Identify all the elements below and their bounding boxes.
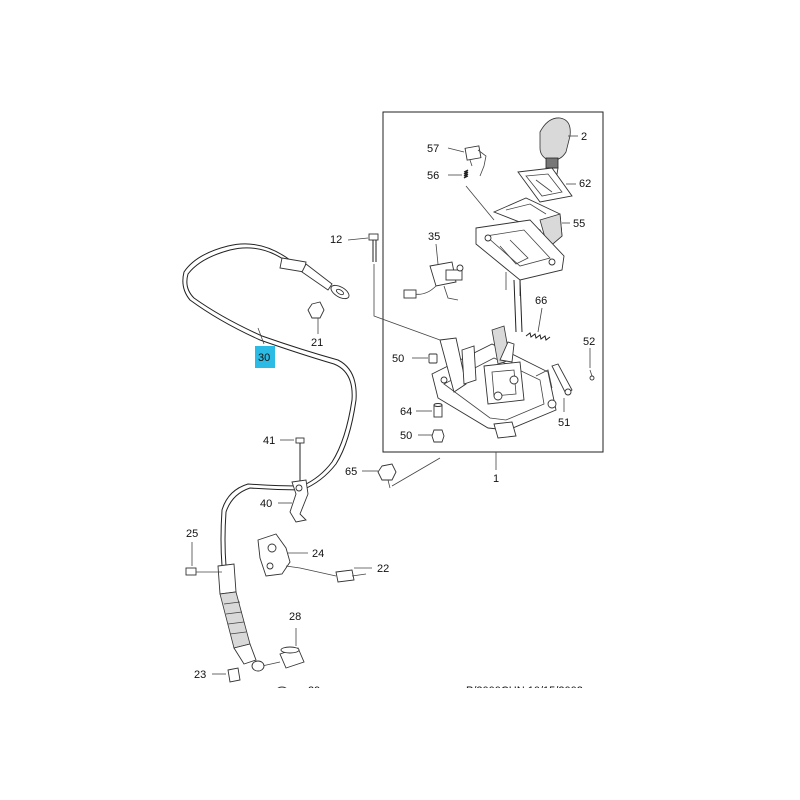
upper-guide-bracket [475, 219, 565, 333]
part-64-bushing[interactable] [433, 403, 443, 418]
callout-50-upper[interactable]: 50 [392, 353, 404, 365]
part-41-bolt[interactable] [295, 437, 305, 482]
callout-50-lower[interactable]: 50 [400, 430, 412, 442]
callout-41[interactable]: 41 [263, 435, 275, 447]
callout-24[interactable]: 24 [312, 548, 324, 560]
part-40-bracket[interactable] [289, 479, 309, 523]
part-22-clip[interactable] [335, 569, 367, 583]
callout-23[interactable]: 23 [194, 669, 206, 681]
bottom-crop-mask [0, 688, 800, 800]
part-30-shift-cable[interactable] [182, 243, 357, 665]
part-51-lever[interactable] [551, 363, 573, 396]
part-62-indicator-plate[interactable] [517, 167, 573, 203]
part-23-clip[interactable] [227, 667, 241, 683]
part-25-bolt[interactable] [185, 567, 222, 576]
callout-25[interactable]: 25 [186, 528, 198, 540]
leader-lines [191, 135, 591, 691]
callout-55[interactable]: 55 [573, 218, 585, 230]
part-52-clip[interactable] [589, 369, 595, 381]
callout-57[interactable]: 57 [427, 143, 439, 155]
callout-30[interactable]: 30 [258, 352, 270, 364]
part-65-nut[interactable] [377, 457, 441, 489]
part-56-spring[interactable] [463, 169, 495, 221]
shifter-base-assembly [431, 325, 557, 439]
callout-30-highlight [255, 346, 275, 368]
callout-65[interactable]: 65 [345, 466, 357, 478]
part-66-spring[interactable] [525, 332, 551, 341]
callout-22[interactable]: 22 [377, 563, 389, 575]
callout-40[interactable]: 40 [260, 498, 272, 510]
part-50-nut-lower[interactable] [431, 429, 445, 443]
callout-51[interactable]: 51 [558, 417, 570, 429]
part-35-shift-lock-solenoid[interactable] [403, 261, 464, 301]
callout-35[interactable]: 35 [428, 231, 440, 243]
callout-1[interactable]: 1 [493, 473, 499, 485]
callout-56[interactable]: 56 [427, 170, 439, 182]
callout-62[interactable]: 62 [579, 178, 591, 190]
part-12-bolt[interactable] [368, 233, 441, 341]
part-50-nut-upper[interactable] [428, 353, 438, 364]
part-21-nut[interactable] [307, 301, 325, 319]
part-28-bushing[interactable] [251, 628, 305, 672]
callout-2[interactable]: 2 [581, 131, 587, 143]
part-24-bracket[interactable] [257, 533, 337, 577]
callout-66[interactable]: 66 [535, 295, 547, 307]
assembly-frame [382, 111, 604, 453]
callout-12[interactable]: 12 [330, 234, 342, 246]
callout-28[interactable]: 28 [289, 611, 301, 623]
callout-64[interactable]: 64 [400, 406, 412, 418]
callout-52[interactable]: 52 [583, 336, 595, 348]
callout-21[interactable]: 21 [311, 337, 323, 349]
part-57-switch[interactable] [464, 145, 487, 177]
